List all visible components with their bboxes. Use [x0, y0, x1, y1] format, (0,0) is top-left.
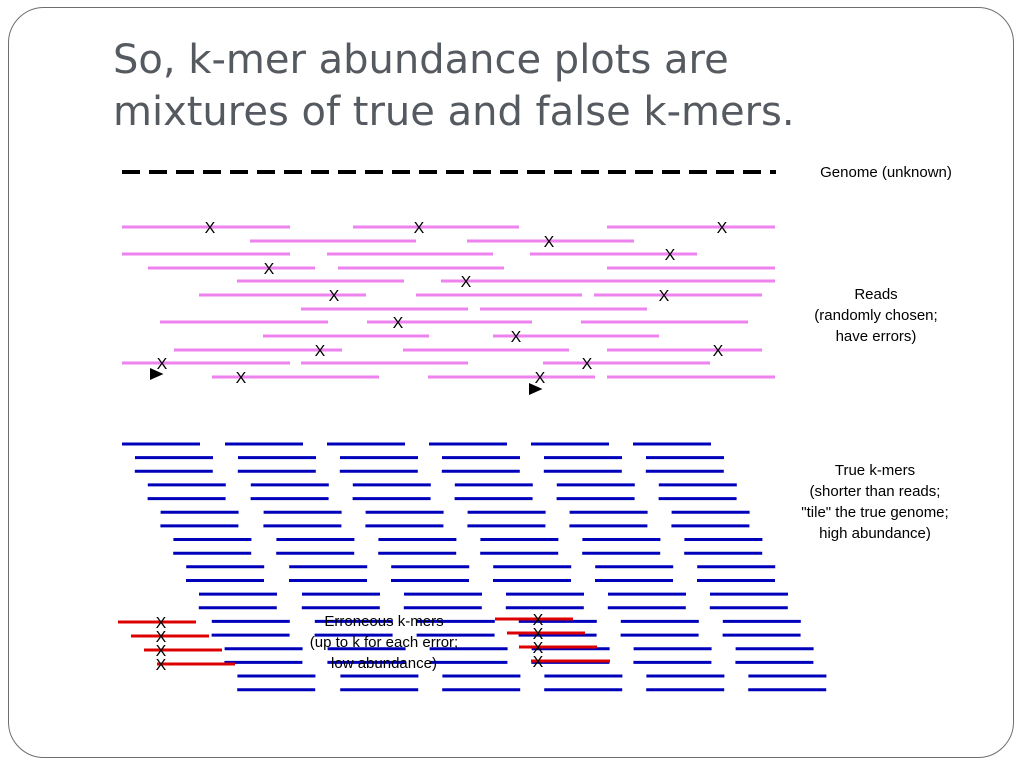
error-x-marker: X	[533, 626, 544, 643]
error-x-marker: X	[156, 657, 167, 674]
genome-label: Genome (unknown)	[820, 164, 952, 181]
reads-label: Reads (randomly chosen; have errors)	[814, 286, 938, 345]
error-x-marker: X	[329, 288, 340, 305]
error-x-marker: X	[157, 356, 168, 373]
error-x-marker: X	[461, 274, 472, 291]
error-x-marker: X	[533, 612, 544, 629]
error-x-marker: X	[414, 220, 425, 237]
error-x-marker: X	[511, 329, 522, 346]
error-x-marker: X	[156, 615, 167, 632]
error-x-marker: X	[533, 654, 544, 671]
error-x-marker: X	[659, 288, 670, 305]
reads-group	[122, 225, 775, 379]
erroneous-kmers-group	[118, 617, 610, 666]
slide-title: So, k-mer abundance plots are mixtures o…	[113, 37, 795, 135]
error-x-marker: X	[582, 356, 593, 373]
true-kmers-label: True k-mers (shorter than reads; "tile" …	[801, 462, 949, 542]
error-x-marker: X	[535, 370, 546, 387]
error-x-marker: X	[236, 370, 247, 387]
error-x-marker: X	[315, 343, 326, 360]
error-x-marker: X	[713, 343, 724, 360]
error-x-marker: X	[264, 261, 275, 278]
error-x-marker: X	[533, 640, 544, 657]
erroneous-kmers-label: Erroneous k-mers (up to k for each error…	[309, 613, 459, 672]
error-x-marker: X	[665, 247, 676, 264]
true-kmers-group	[122, 442, 827, 692]
error-x-marker: X	[205, 220, 216, 237]
error-x-marker: X	[393, 315, 404, 332]
error-x-marker: X	[544, 234, 555, 251]
error-x-marker: X	[156, 629, 167, 646]
error-x-marker: X	[156, 643, 167, 660]
error-x-marker: X	[717, 220, 728, 237]
